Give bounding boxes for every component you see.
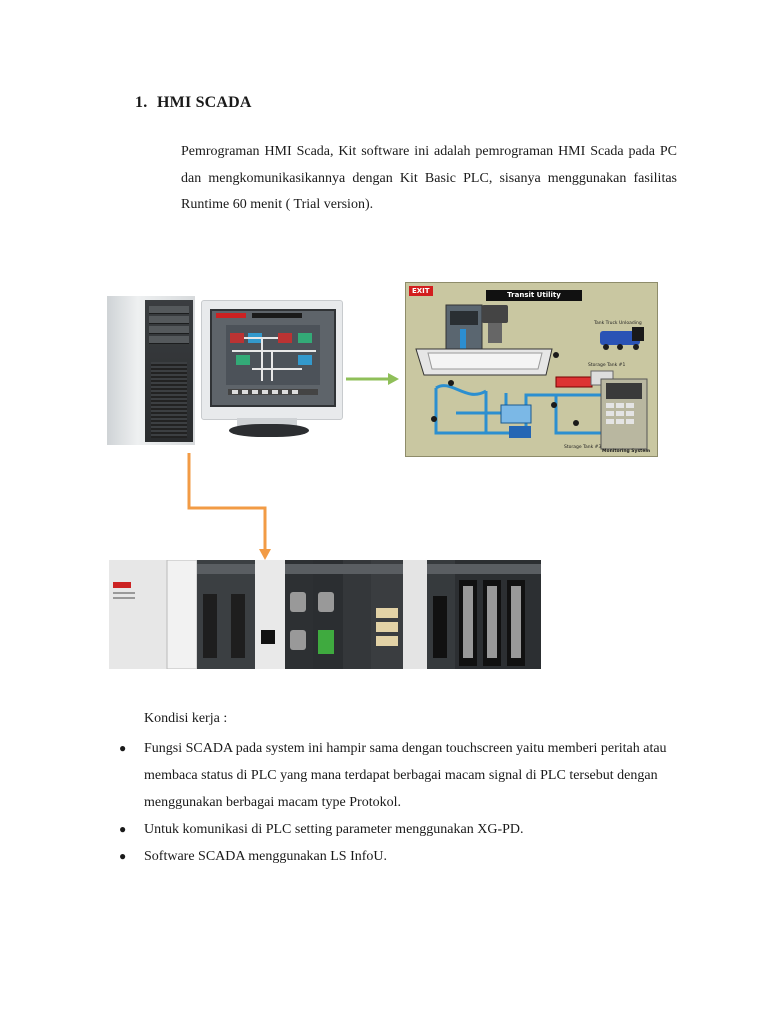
intro-paragraph: Pemrograman HMI Scada, Kit software ini … (181, 144, 677, 212)
monitor-screen (210, 309, 336, 407)
conditions-list: ●Fungsi SCADA pada system ini hampir sam… (119, 735, 679, 870)
conditions-label: Kondisi kerja : (144, 711, 228, 726)
list-item: ●Fungsi SCADA pada system ini hampir sam… (119, 735, 679, 816)
scada-caption: Monitoring System (602, 449, 651, 454)
scada-exit-button: EXIT (409, 286, 433, 296)
green-arrow (346, 373, 399, 385)
bullet-icon: ● (119, 741, 127, 755)
section-heading: 1. HMI SCADA (135, 94, 252, 112)
orange-arrow (187, 453, 271, 560)
section-number: 1. (135, 94, 148, 111)
scada-caption: Storage Tank #1 (588, 363, 626, 368)
scada-screen-image: EXIT Transit Utility Tank Truck Unloadin… (405, 282, 658, 457)
scada-title: Transit Utility (486, 290, 582, 301)
pc-workstation-image (107, 296, 343, 445)
scada-caption: Tank Truck Unloading (594, 321, 642, 326)
plc-rack-image (109, 560, 541, 669)
section-title: HMI SCADA (157, 94, 252, 111)
pc-tower (107, 296, 195, 445)
list-item: ●Software SCADA menggunakan LS InfoU. (119, 843, 679, 870)
bullet-icon: ● (119, 822, 127, 836)
bullet-icon: ● (119, 849, 127, 863)
list-item: ●Untuk komunikasi di PLC setting paramet… (119, 816, 679, 843)
pc-monitor (201, 300, 343, 420)
scada-caption: Storage Tank #3 (564, 445, 602, 450)
